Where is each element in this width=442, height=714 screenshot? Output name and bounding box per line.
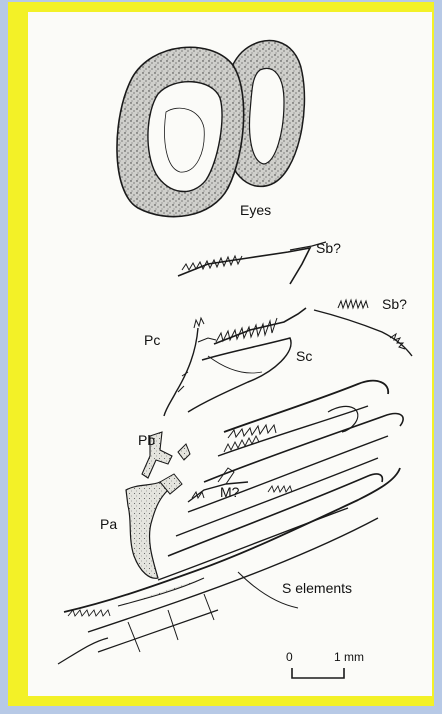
label-pc: Pc xyxy=(144,332,160,348)
element-sb-upper xyxy=(178,242,326,284)
scale-start-label: 0 xyxy=(286,650,293,664)
yellow-frame: Eyes Sb? Sb? Pc Sc Pb M? Pa S elements 0… xyxy=(8,2,434,706)
label-eyes: Eyes xyxy=(240,202,271,218)
label-sb-lower: Sb? xyxy=(382,296,407,312)
drawing-paper: Eyes Sb? Sb? Pc Sc Pb M? Pa S elements 0… xyxy=(28,12,432,696)
scale-bar xyxy=(292,668,344,678)
ghost-text xyxy=(216,20,219,34)
element-pa xyxy=(126,474,182,578)
label-s-elements: S elements xyxy=(282,580,352,596)
eye-left xyxy=(117,47,244,216)
label-pa: Pa xyxy=(100,516,117,532)
label-sb-upper: Sb? xyxy=(316,240,341,256)
label-sc: Sc xyxy=(296,348,312,364)
specimen-drawing xyxy=(28,12,432,696)
scale-end-label: 1 mm xyxy=(334,650,364,664)
element-s-bundle xyxy=(158,381,403,580)
element-sc xyxy=(188,308,306,412)
label-pb: Pb xyxy=(138,432,155,448)
label-m: M? xyxy=(220,484,239,500)
